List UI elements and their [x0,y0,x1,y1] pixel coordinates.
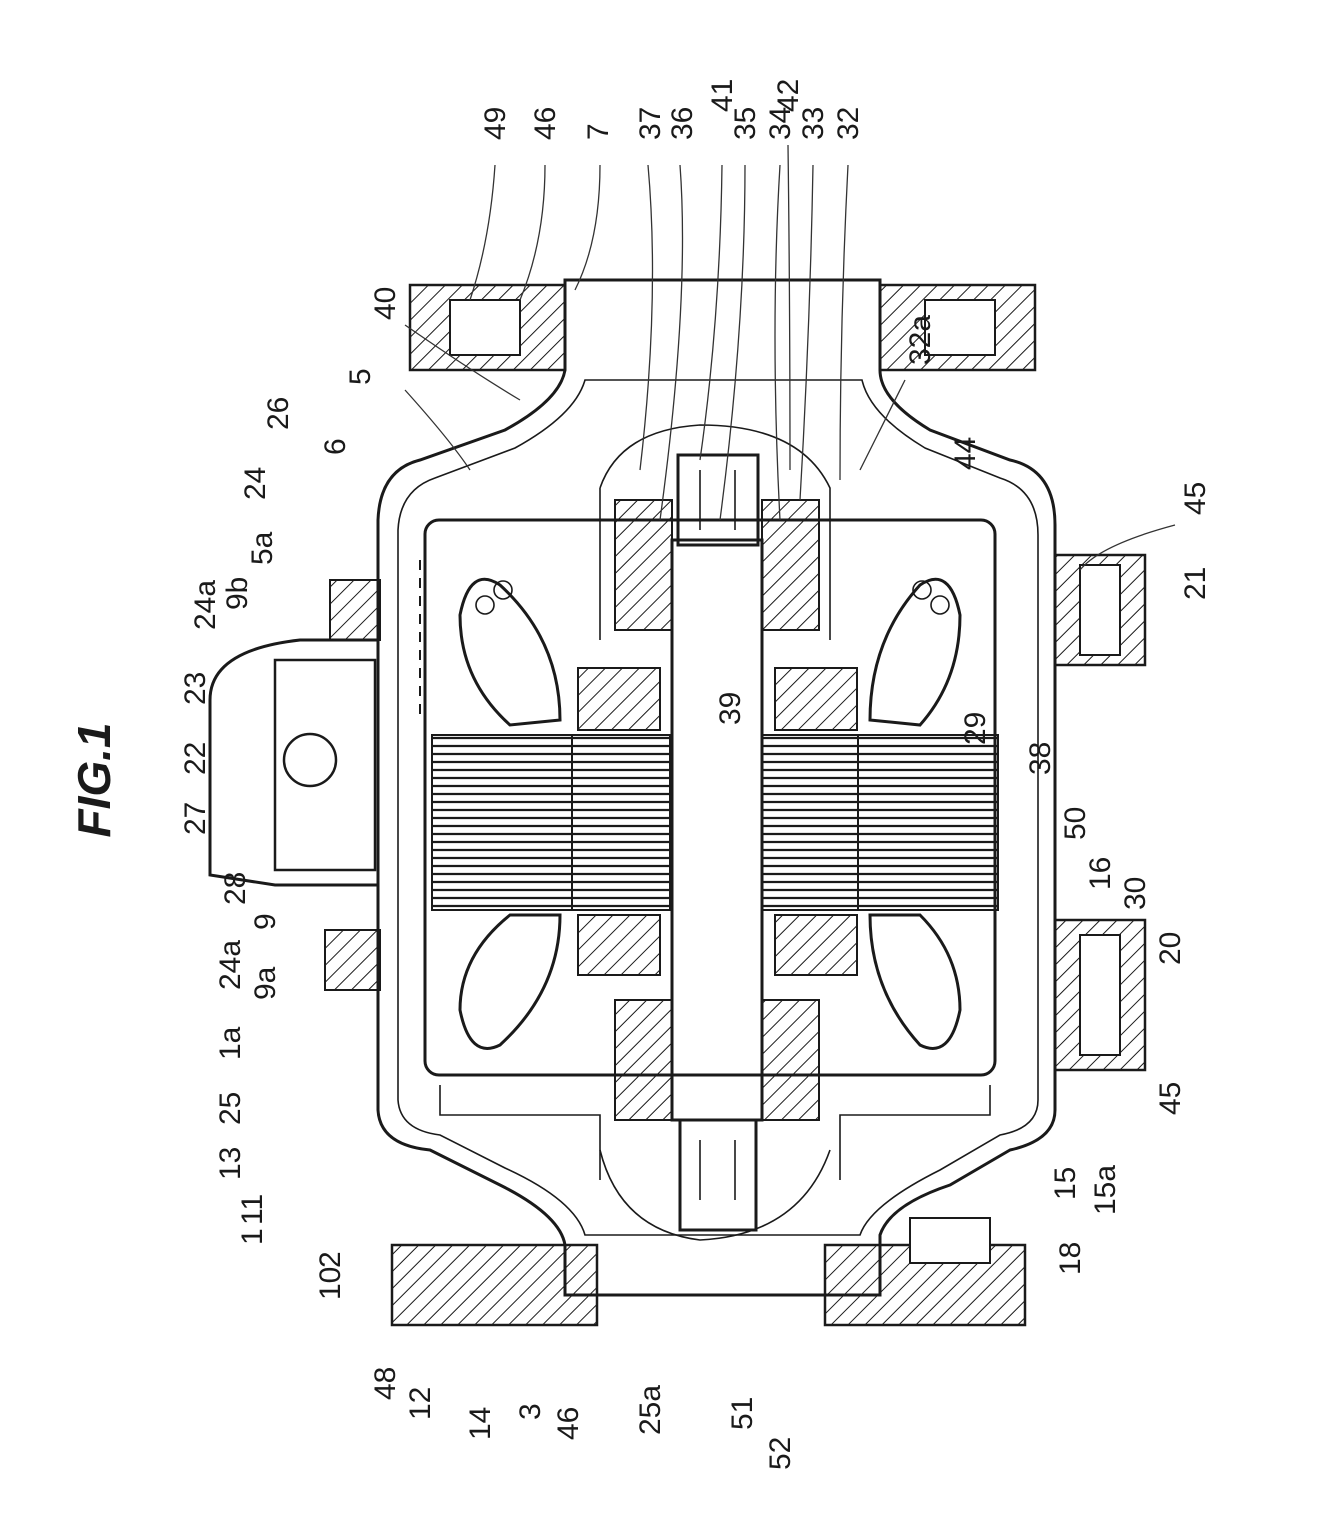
coil-wire-c [931,596,949,614]
ref-label-1a: 1a [214,1026,247,1060]
coil-end-lower-right [870,915,960,1048]
boss-bore-lower [1080,935,1120,1055]
ref-label-37: 37 [634,107,667,140]
ref-label-10: 10 [314,1267,347,1300]
end-ring-lower-left [578,915,660,975]
ref-label-29: 29 [959,712,992,745]
ref-label-25a: 25a [634,1385,667,1435]
ref-label-48: 48 [369,1367,402,1400]
reference-labels: 49 46 7 37 36 41 35 34 42 33 32 40 5 26 … [179,79,1212,1470]
ref-label-7: 7 [582,123,615,140]
bearing-upper-left [615,500,672,630]
cooling-channel-lower [600,1150,830,1240]
ref-label-24a: 24a [214,940,247,990]
ref-label-24: 24 [239,467,272,500]
bearing-lower-right [762,1000,819,1120]
ref-label-9a: 9a [249,966,282,1000]
bottom-flange-left [392,1245,597,1325]
ref-label-51: 51 [726,1397,759,1430]
end-ring-upper-right [775,668,857,730]
ref-label-5a: 5a [246,531,279,565]
coil-end-upper-left [460,579,560,725]
ref-label-16: 16 [1084,857,1117,890]
end-ring-upper-left [578,668,660,730]
bottom-bore-right [910,1218,990,1263]
coil-wire-b [494,581,512,599]
ref-label-50: 50 [1059,807,1092,840]
ref-label-21: 21 [1179,567,1212,600]
ref-label-13: 13 [214,1147,247,1180]
figure-title: FIG.1 [68,722,120,837]
ref-label-30: 30 [1119,877,1152,910]
terminal-bolt [284,734,336,786]
ref-label-22: 22 [179,742,212,775]
ref-label-52: 52 [764,1437,797,1470]
terminal-seal-upper [330,580,380,640]
ref-label-12: 12 [404,1387,437,1420]
terminal-seal-lower [325,930,380,990]
ref-label-2: 2 [314,1251,347,1268]
shaft-upper-end [678,455,758,545]
terminal-box [210,640,378,885]
ref-label-15: 15 [1049,1167,1082,1200]
shaft-lower-end [680,1120,756,1230]
stator-core-right [858,735,998,910]
ref-label-36: 36 [666,107,699,140]
coil-end-upper-right [870,579,960,725]
coil-wire-a [476,596,494,614]
ref-label-1: 1 [236,1228,269,1245]
rotor-core-right [762,735,858,910]
stator-core-left [432,735,572,910]
bearing-lower-left [615,1000,672,1120]
bearing-upper-right [762,500,819,630]
ref-label-32: 32 [832,107,865,140]
ref-label-32a: 32a [904,315,937,365]
coil-end-lower-left [460,915,560,1048]
ref-label-49: 49 [479,107,512,140]
ref-label-40: 40 [369,287,402,320]
ref-label-38: 38 [1024,742,1057,775]
boss-bore-upper [1080,565,1120,655]
end-ring-lower-right [775,915,857,975]
ref-label-23: 23 [179,672,212,705]
ref-label-28: 28 [219,872,252,905]
ref-label-39: 39 [714,692,747,725]
ref-label-33: 33 [797,107,830,140]
ref-label-18: 18 [1054,1242,1087,1275]
ref-label-46: 46 [552,1407,585,1440]
ref-label-14: 14 [464,1407,497,1440]
ref-label-9: 9 [249,913,282,930]
shaft [672,540,762,1120]
ref-label-6: 6 [319,438,352,455]
top-bore-left [450,300,520,355]
shaft-keyway-lower [700,1140,735,1200]
ref-label-35: 35 [729,107,762,140]
terminal-block [275,660,375,870]
ref-label-5: 5 [344,368,377,385]
ref-label-44: 44 [949,437,982,470]
rotor-core-left [572,735,670,910]
device-cross-section [210,280,1145,1325]
ref-label-25: 25 [214,1092,247,1125]
ref-label-20: 20 [1154,932,1187,965]
ref-label-46: 46 [529,107,562,140]
ref-label-3: 3 [514,1403,547,1420]
ref-label-45: 45 [1154,1082,1187,1115]
ref-label-15a: 15a [1089,1165,1122,1215]
ref-label-27: 27 [179,802,212,835]
ref-label-45: 45 [1179,482,1212,515]
ref-label-24a: 24a [189,580,222,630]
lower-duct-right [840,1085,990,1180]
ref-label-11: 11 [236,1194,269,1225]
ref-label-9b: 9b [221,577,254,610]
ref-label-26: 26 [262,397,295,430]
